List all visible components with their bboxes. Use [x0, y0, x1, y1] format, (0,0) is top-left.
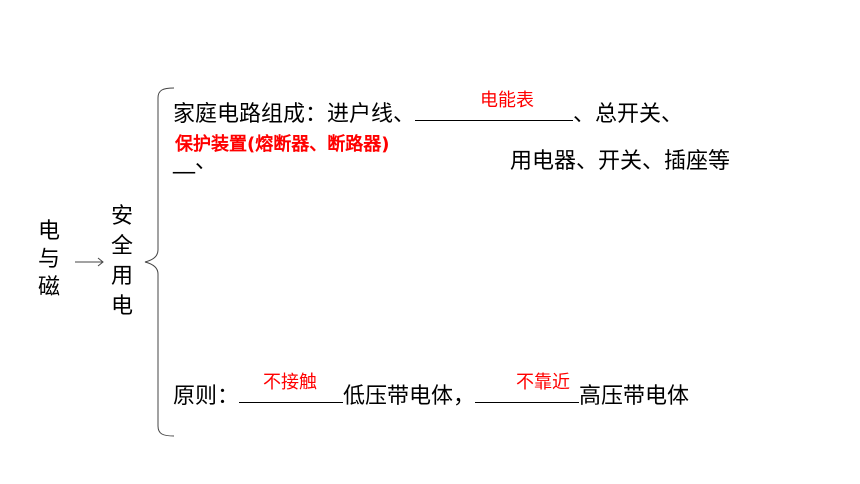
blank-3 — [475, 382, 580, 403]
topic-char: 用 — [110, 264, 133, 289]
root-label: 电 与 磁 — [36, 218, 62, 302]
principle-label: 原则： — [173, 384, 240, 409]
composition-text: 家庭电路组成：进户线、 — [173, 102, 416, 127]
principle-text-2: 高压带电体 — [579, 384, 690, 409]
composition-text-after: 、总开关、 — [573, 102, 684, 127]
composition-line-2-prefix: __、 — [173, 149, 218, 174]
topic-char: 全 — [110, 234, 133, 259]
principle-text-1: 低压带电体， — [343, 384, 476, 409]
topic-label: 安 全 用 电 — [109, 202, 135, 322]
root-char: 与 — [37, 247, 60, 272]
composition-line-1: 家庭电路组成：进户线、 、总开关、 — [173, 100, 683, 129]
root-char: 磁 — [37, 275, 60, 300]
topic-char: 安 — [110, 204, 133, 229]
composition-line-2-suffix: 用电器、开关、插座等 — [510, 149, 731, 174]
answer-no-contact: 不接触 — [263, 372, 317, 393]
topic-char: 电 — [110, 294, 133, 319]
root-char: 电 — [37, 219, 60, 244]
answer-meter: 电能表 — [480, 90, 534, 111]
blank-1 — [415, 100, 574, 121]
answer-protection: 保护装置(熔断器、断路器) — [175, 134, 390, 155]
arrow — [75, 257, 104, 267]
brace — [144, 87, 175, 437]
answer-no-approach: 不靠近 — [516, 372, 570, 393]
principle-line: 原则： 低压带电体， 高压带电体 — [173, 382, 689, 411]
blank-2 — [239, 382, 344, 403]
